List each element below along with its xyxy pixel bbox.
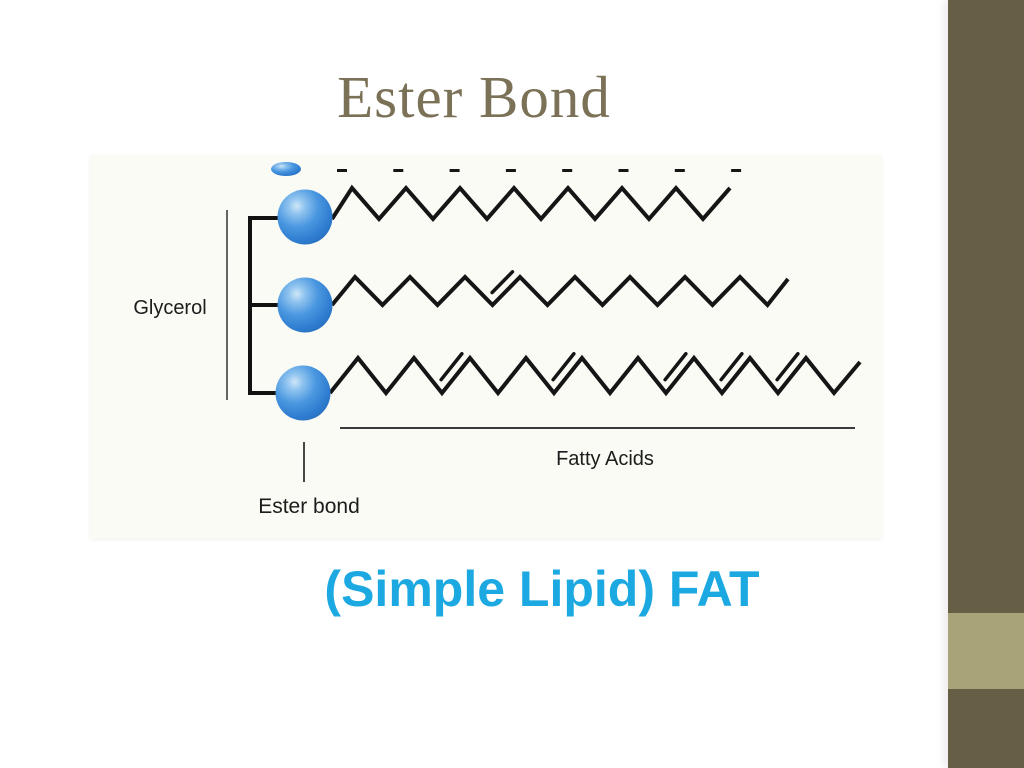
page-title: Ester Bond (337, 64, 611, 130)
cropped-sphere-sliver (271, 162, 301, 176)
fatty-acids-label: Fatty Acids (556, 448, 654, 470)
double-bond-dash (663, 352, 688, 382)
double-bond-dash (551, 352, 576, 382)
polyunsaturated-fatty-acid (328, 354, 862, 397)
diagram-panel: Glycerol Fatty Acids Ester bond (90, 155, 882, 538)
double-bond-dash (439, 352, 464, 382)
glycerol-carbon-sphere (277, 277, 333, 333)
sidebar-accent-band-light (948, 613, 1024, 689)
double-bond-dash (490, 270, 515, 295)
generated-molecule (271, 162, 862, 421)
molecule-svg (226, 162, 862, 482)
subtitle-text: (Simple Lipid) FAT (324, 561, 760, 617)
glycerol-label: Glycerol (133, 297, 207, 319)
double-bond-dash (719, 352, 744, 382)
sidebar-accent-band-top (948, 0, 1024, 613)
glycerol-bracket (248, 216, 278, 395)
ester-bond-label: Ester bond (258, 495, 360, 518)
right-sidebar (948, 0, 1024, 768)
monounsaturated-fatty-acid (330, 274, 790, 309)
sidebar-accent-band-bottom (948, 689, 1024, 768)
saturated-fatty-acid (330, 184, 732, 223)
double-bond-dash (775, 352, 800, 382)
glycerol-carbon-sphere (275, 365, 331, 421)
glycerol-carbon-sphere (277, 189, 333, 245)
